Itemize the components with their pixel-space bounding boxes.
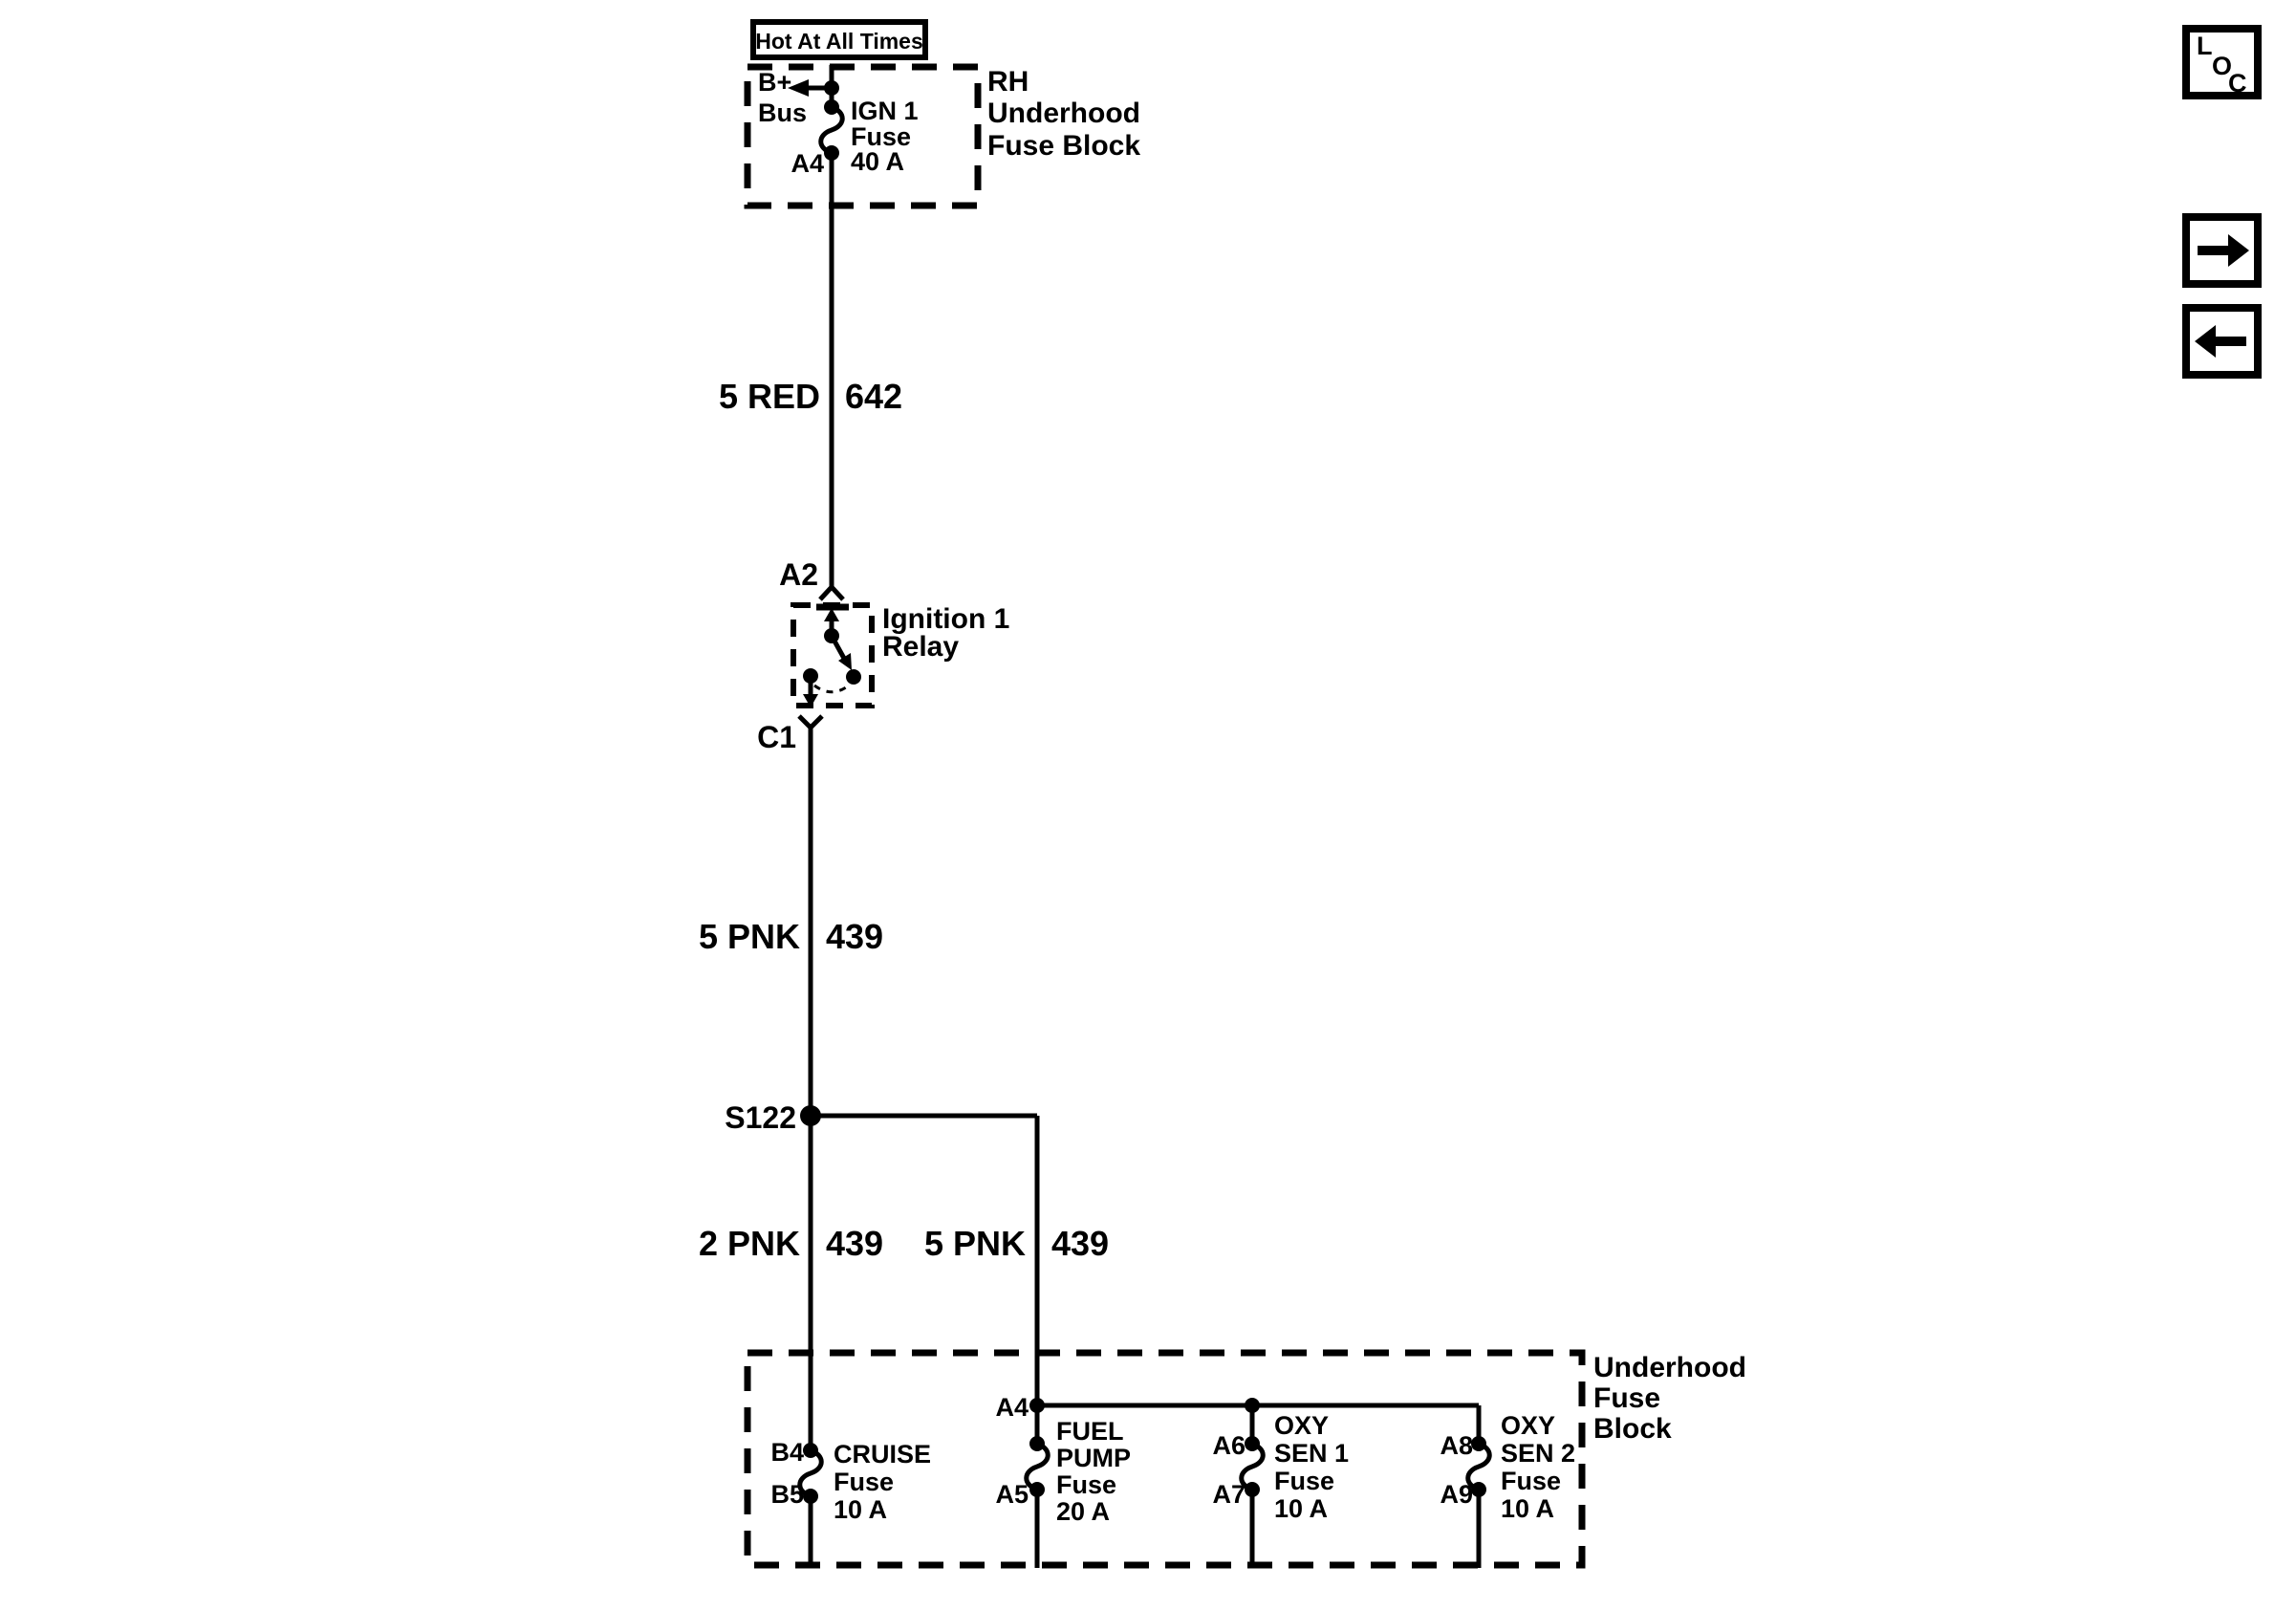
hot-note-label: Hot At All Times	[755, 29, 923, 54]
cruise-pin-bottom-label: B5	[770, 1480, 804, 1509]
relay-throw-arc	[813, 683, 851, 694]
oxysen2-fuse-name-line4: 10 A	[1501, 1494, 1554, 1523]
fuelpump-fuse-name-line4: 20 A	[1056, 1497, 1110, 1526]
relay-out-connector-icon	[797, 714, 824, 731]
hot-note-box	[750, 19, 928, 60]
relay-down-arrow-icon	[803, 694, 818, 707]
splice-s122-label: S122	[725, 1100, 796, 1135]
uh-block-title-line2: Fuse	[1593, 1382, 1660, 1414]
oxysen1-pin-top-label: A6	[1212, 1431, 1245, 1460]
next-page-button[interactable]	[2182, 213, 2262, 288]
rh-underhood-fuse-block-outline	[744, 63, 982, 209]
relay-title-line2: Relay	[882, 631, 959, 663]
wire-pnk-left-circuit-label: 439	[826, 1224, 883, 1263]
fuelpump-fuse-element	[1024, 1441, 1051, 1492]
bplus-arrow-icon	[788, 79, 809, 97]
relay-up-arrow-icon	[824, 608, 839, 621]
bplus-label-line2: Bus	[758, 98, 807, 127]
loc-letter-c: C	[2228, 69, 2247, 98]
rh-block-title-line3: Fuse Block	[987, 130, 1140, 162]
loc-letter-l: L	[2197, 32, 2213, 60]
cruise-fuse-name-line1: CRUISE	[834, 1440, 931, 1469]
oxysen2-fuse-name-line2: SEN 2	[1501, 1439, 1575, 1468]
left-arrow-icon	[2195, 325, 2246, 358]
relay-pin-c1-label: C1	[757, 720, 796, 754]
ign1-fuse-name-line2: Fuse	[851, 122, 911, 151]
oxysen2-fuse-name-line3: Fuse	[1501, 1467, 1561, 1495]
underhood-fuse-block-outline	[744, 1349, 1586, 1569]
fuelpump-fuse-name-line1: FUEL	[1056, 1417, 1124, 1446]
wire-red-size-label: 5 RED	[719, 377, 820, 416]
rh-block-title-line2: Underhood	[987, 98, 1140, 129]
wire-pnk-right-circuit-label: 439	[1051, 1224, 1109, 1263]
wire-pnk-main-size-label: 5 PNK	[699, 917, 800, 956]
oxysen1-pin-bottom-label: A7	[1212, 1480, 1245, 1509]
relay-title-line1: Ignition 1	[882, 603, 1009, 635]
uh-block-title-line1: Underhood	[1593, 1352, 1746, 1383]
oxysen1-fuse-element	[1239, 1441, 1266, 1492]
wire-pnk-left-size-label: 2 PNK	[699, 1224, 800, 1263]
relay-nc-contact-dot	[846, 669, 861, 685]
wire-pnk-main-circuit-label: 439	[826, 917, 883, 956]
oxysen1-fuse-name-line1: OXY	[1274, 1411, 1329, 1440]
oxysen1-fuse-name-line2: SEN 1	[1274, 1439, 1349, 1468]
loc-button[interactable]: L O C	[2182, 25, 2262, 99]
bplus-junction-dot	[824, 80, 839, 96]
relay-pin-a2-label: A2	[779, 557, 818, 592]
ign1-fuse-element	[818, 104, 845, 156]
wire-pnk-right-size-label: 5 PNK	[924, 1224, 1026, 1263]
oxysen2-pin-bottom-label: A9	[1440, 1480, 1473, 1509]
rh-block-title-line1: RH	[987, 66, 1029, 98]
ign1-fuse-name-line1: IGN 1	[851, 97, 919, 125]
loc-button-box[interactable]	[2182, 25, 2262, 99]
oxysen2-pin-top-label: A8	[1440, 1431, 1473, 1460]
prev-page-button[interactable]	[2182, 304, 2262, 379]
wire-red-circuit-label: 642	[845, 377, 902, 416]
fuelpump-pin-top-label: A4	[995, 1393, 1029, 1422]
right-arrow-icon	[2198, 234, 2249, 267]
cruise-fuse-element	[797, 1447, 824, 1499]
ign1-fuse-name-line3: 40 A	[851, 147, 904, 176]
fuelpump-fuse-name-line2: PUMP	[1056, 1444, 1131, 1472]
ign1-pin-a4-label: A4	[791, 149, 824, 178]
fuelpump-fuse-name-line3: Fuse	[1056, 1470, 1116, 1499]
uh-block-title-line3: Block	[1593, 1413, 1672, 1445]
cruise-fuse-name-line2: Fuse	[834, 1468, 894, 1496]
loc-letter-o: O	[2212, 52, 2232, 80]
cruise-pin-top-label: B4	[770, 1438, 804, 1467]
oxysen1-fuse-name-line4: 10 A	[1274, 1494, 1328, 1523]
cruise-fuse-name-line3: 10 A	[834, 1495, 887, 1524]
relay-blade-arrow-icon	[838, 653, 852, 670]
oxysen2-fuse-name-line1: OXY	[1501, 1411, 1555, 1440]
oxysen2-fuse-element	[1465, 1441, 1492, 1492]
oxysen1-fuse-name-line3: Fuse	[1274, 1467, 1334, 1495]
relay-in-connector-icon	[818, 583, 845, 601]
bplus-label-line1: B+	[758, 68, 791, 97]
fuelpump-pin-bottom-label: A5	[995, 1480, 1029, 1509]
